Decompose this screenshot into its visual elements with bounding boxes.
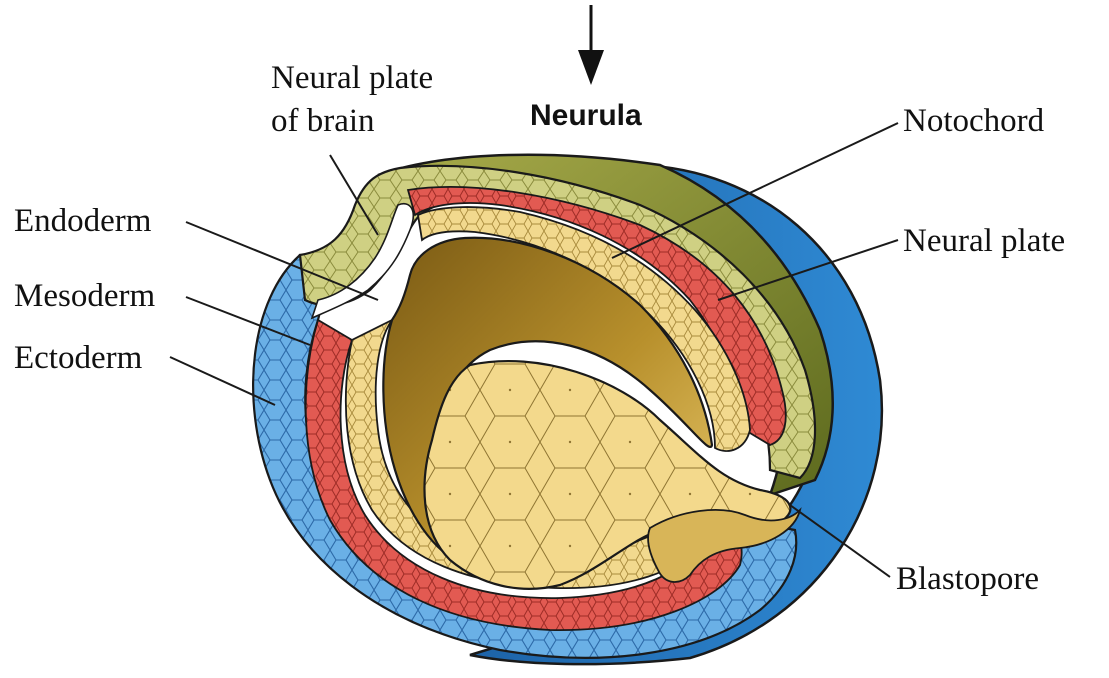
label-endoderm: Endoderm	[14, 203, 151, 239]
label-blastopore: Blastopore	[896, 561, 1039, 597]
diagram-title: Neurula	[530, 98, 642, 134]
label-neural-plate: Neural plate	[903, 223, 1065, 259]
label-ectoderm: Ectoderm	[14, 340, 142, 376]
label-neural-plate-of-brain-line1: Neural plate	[271, 60, 433, 96]
label-neural-plate-of-brain-line2: of brain	[271, 103, 375, 139]
label-notochord: Notochord	[903, 103, 1044, 139]
down-arrow-icon	[578, 5, 604, 85]
label-mesoderm: Mesoderm	[14, 278, 155, 314]
